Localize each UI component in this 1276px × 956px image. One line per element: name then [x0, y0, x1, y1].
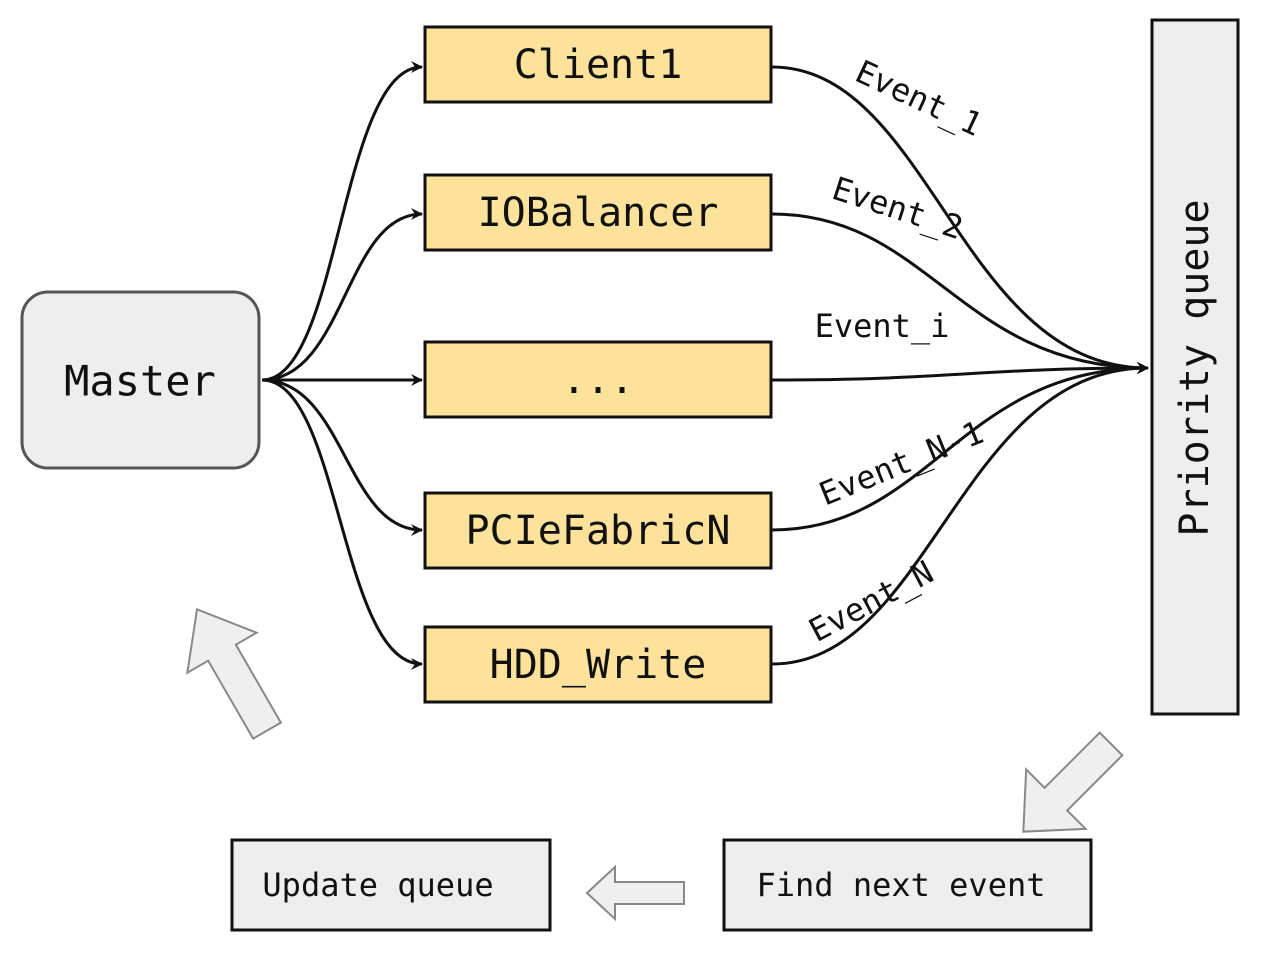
find-next-event-box: Find next event	[722, 838, 1093, 932]
arrow-queue-to-find-icon	[1022, 731, 1124, 833]
component-label-ellipsis: ...	[562, 357, 634, 403]
edge-ellipsis-queue	[771, 362, 1149, 382]
edge-hddwrite-queue	[771, 362, 1149, 666]
priority-queue: Priority queue	[1150, 18, 1240, 716]
component-iobalancer: IOBalancer	[423, 173, 773, 252]
update-queue-box: Update queue	[230, 838, 552, 932]
component-pciefabricn: PCIeFabricN	[423, 491, 773, 570]
arrow-find-to-update-icon	[585, 864, 685, 922]
component-label-hddwrite: HDD_Write	[490, 642, 707, 688]
update-queue-label: Update queue	[262, 866, 493, 904]
component-hddwrite: HDD_Write	[423, 625, 773, 704]
event-edges	[771, 65, 1149, 666]
event-label-1: Event_1	[850, 52, 988, 143]
master-label: Master	[64, 357, 216, 406]
edge-master-iobalancer	[261, 208, 423, 382]
priority-queue-label: Priority queue	[1172, 199, 1218, 536]
edge-master-client1	[261, 61, 423, 382]
edge-pciefabricn-queue	[771, 362, 1149, 532]
cycle-arrows	[186, 607, 1124, 922]
master-node: Master	[20, 290, 261, 470]
master-edges	[261, 61, 423, 670]
component-ellipsis: ...	[423, 340, 773, 419]
edge-master-pciefabricn	[261, 378, 423, 536]
component-label-client1: Client1	[514, 42, 683, 88]
component-label-iobalancer: IOBalancer	[478, 190, 719, 236]
edge-master-hddwrite	[261, 378, 423, 670]
edge-iobalancer-queue	[771, 212, 1149, 374]
edge-client1-queue	[771, 65, 1149, 374]
component-client1: Client1	[423, 25, 773, 104]
event-label-n: Event_N	[803, 553, 940, 650]
arrow-update-to-master-icon	[186, 607, 283, 740]
component-label-pciefabricn: PCIeFabricN	[466, 508, 731, 554]
event-label-2: Event_2	[828, 169, 968, 247]
event-label-i: Event_i	[815, 307, 950, 345]
find-next-event-label: Find next event	[757, 866, 1046, 904]
